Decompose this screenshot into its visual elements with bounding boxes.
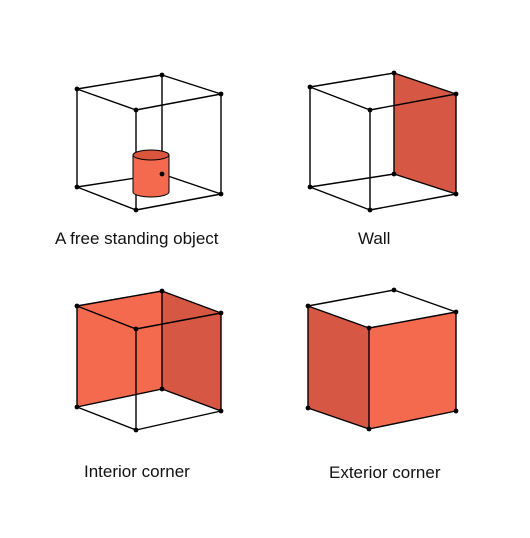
cube-wall [307, 70, 459, 213]
cylinder-object [132, 149, 170, 198]
caption-wall: Wall [358, 229, 391, 248]
cube-free-standing [74, 72, 224, 213]
cube-interior-corner [74, 288, 224, 433]
cube-exterior-corner [305, 287, 459, 432]
caption-free-standing: A free standing object [55, 229, 219, 248]
caption-interior-corner: Interior corner [84, 462, 190, 481]
caption-exterior-corner: Exterior corner [329, 463, 441, 482]
